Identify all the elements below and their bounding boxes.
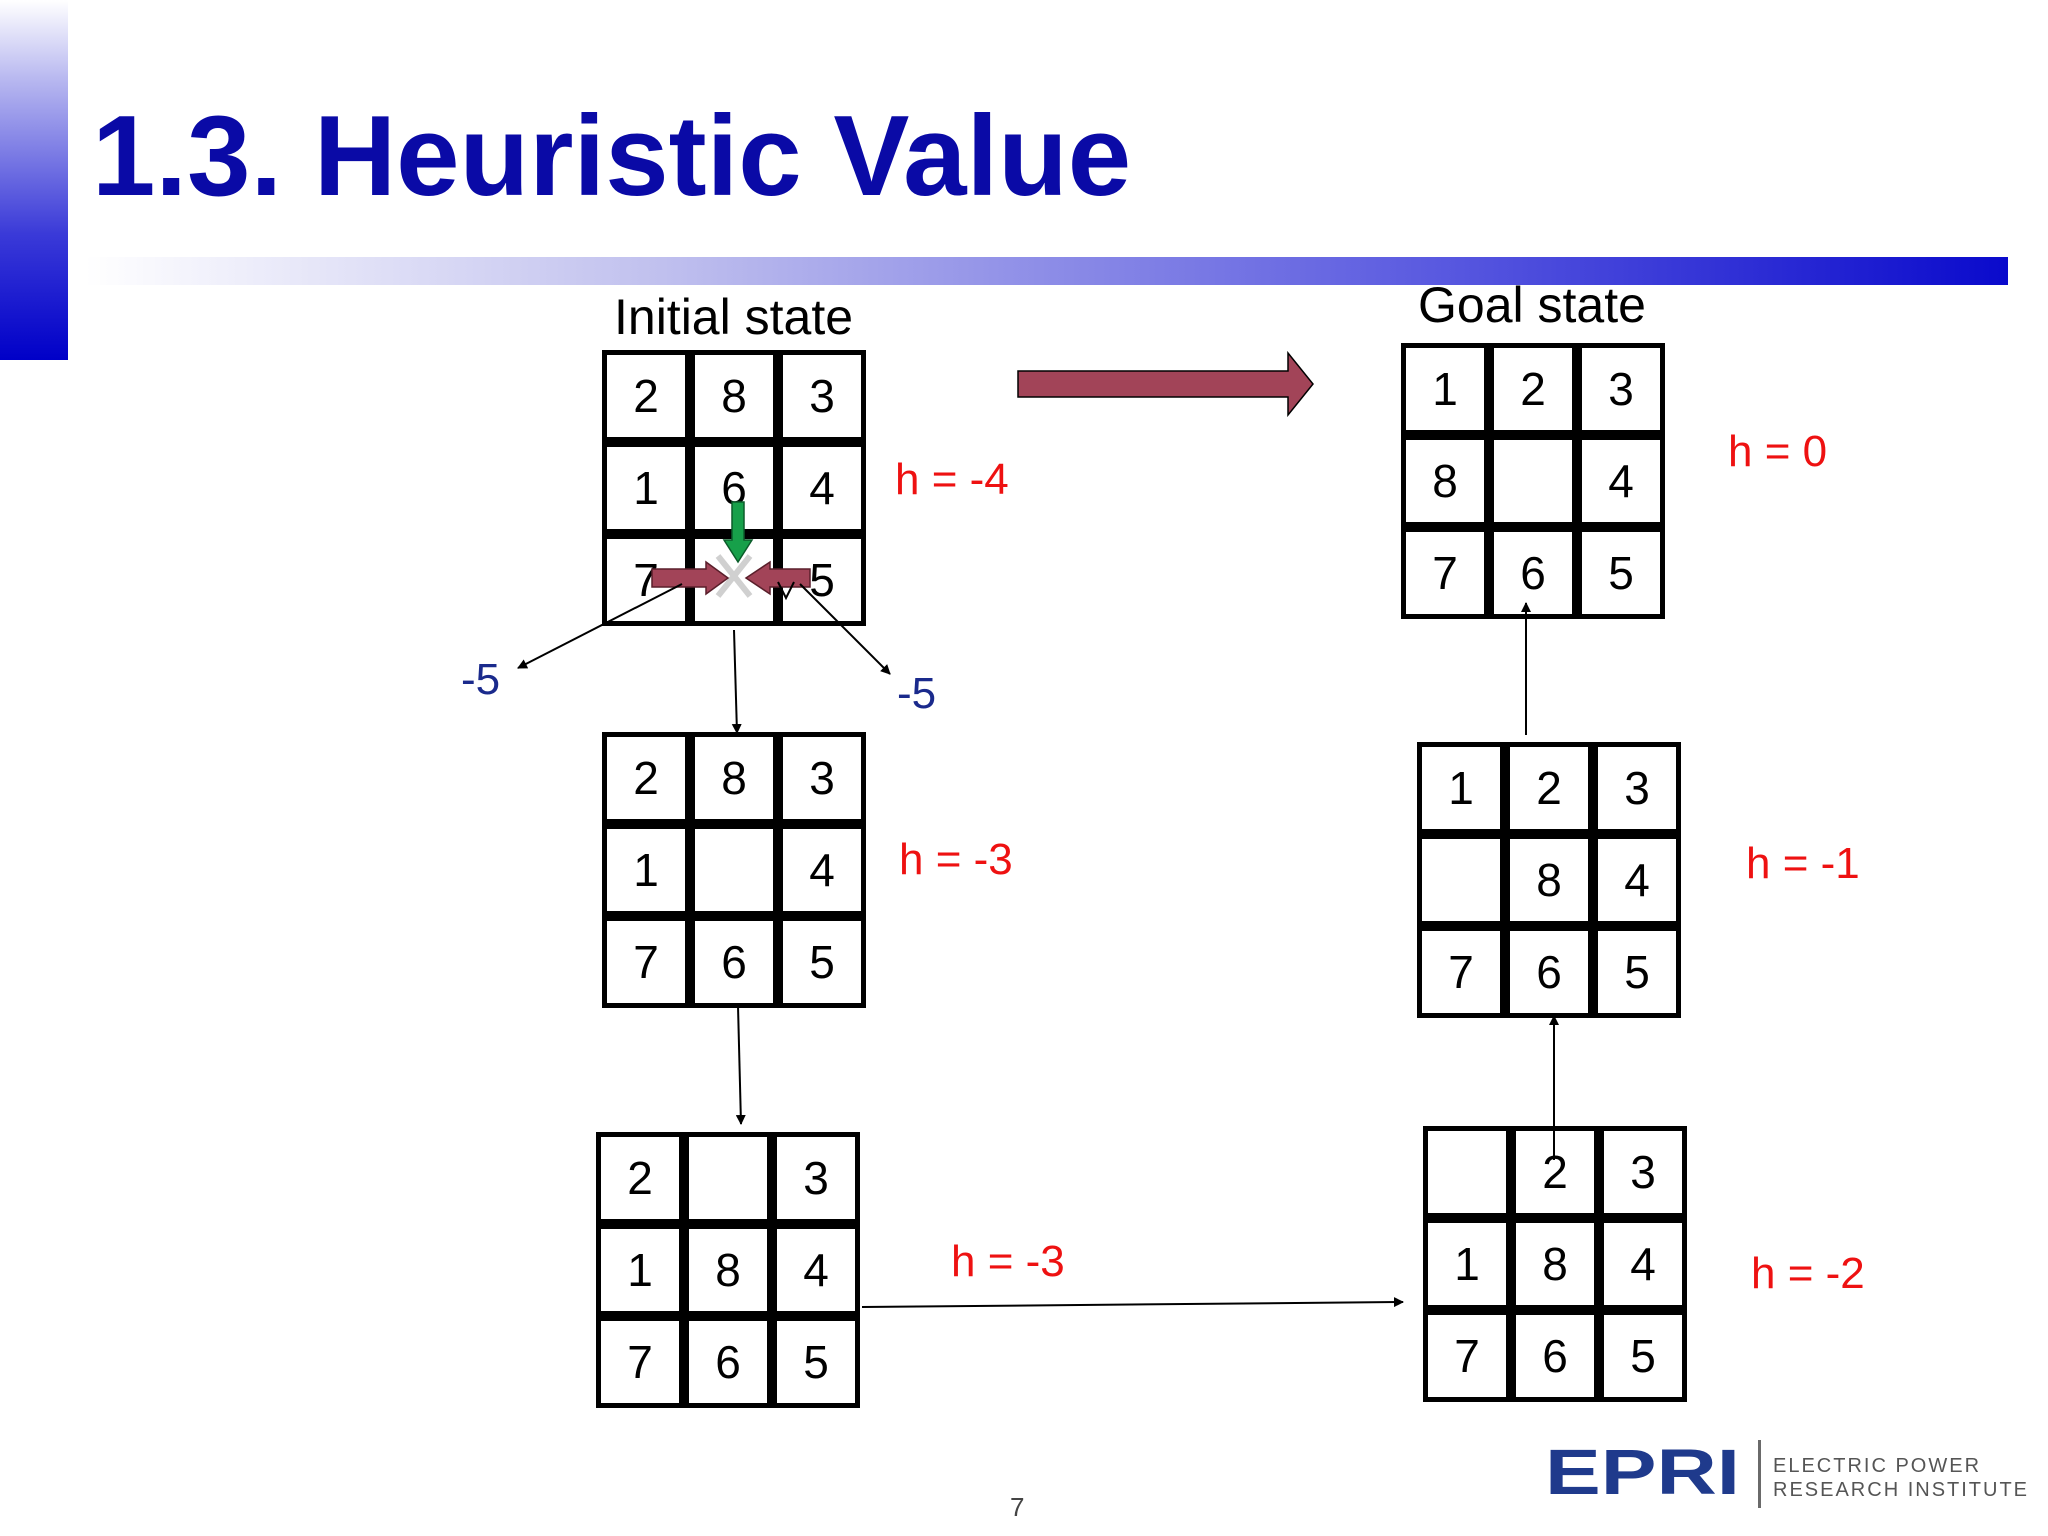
h-goal: h = 0 — [1728, 427, 1828, 476]
h-step4: h = -1 — [1746, 839, 1860, 888]
puzzle-tile: 3 — [772, 1132, 860, 1224]
puzzle-tile: 3 — [778, 350, 866, 442]
title-underline — [85, 257, 2008, 285]
goal-state-label: Goal state — [1418, 277, 1646, 333]
puzzle-tile: 6 — [1505, 926, 1593, 1018]
score-right-move: -5 — [897, 669, 937, 718]
puzzle-tile: 3 — [1577, 343, 1665, 435]
connector-to-left-score — [517, 583, 683, 669]
puzzle-tile — [1489, 435, 1577, 527]
puzzle-tile: 1 — [1401, 343, 1489, 435]
puzzle-tile: 8 — [690, 350, 778, 442]
puzzle-tile: 4 — [1599, 1218, 1687, 1310]
puzzle-tile: 8 — [684, 1224, 772, 1316]
h-step2: h = -3 — [951, 1237, 1065, 1286]
v-mark — [777, 581, 795, 601]
page-number: 7 — [1010, 1492, 1025, 1522]
puzzle-tile: 7 — [602, 916, 690, 1008]
puzzle-tile: 6 — [690, 916, 778, 1008]
puzzle-tile: 6 — [684, 1316, 772, 1408]
epri-logo: EPRI — [1545, 1440, 1761, 1508]
puzzle-tile: 5 — [1593, 926, 1681, 1018]
puzzle-tile: 1 — [1417, 742, 1505, 834]
side-accent-bar — [0, 0, 68, 360]
puzzle-tile: 2 — [1489, 343, 1577, 435]
puzzle-tile: 5 — [1599, 1310, 1687, 1402]
connector-step1-to-step2 — [735, 1005, 746, 1125]
puzzle-tile: 2 — [602, 350, 690, 442]
puzzle-tile: 5 — [1577, 527, 1665, 619]
puzzle-tile: 1 — [1423, 1218, 1511, 1310]
puzzle-tile: 3 — [1599, 1126, 1687, 1218]
puzzle-tile: 1 — [596, 1224, 684, 1316]
h-initial: h = -4 — [895, 455, 1009, 504]
puzzle-tile: 6 — [1489, 527, 1577, 619]
puzzle-tile: 7 — [596, 1316, 684, 1408]
puzzle-tile: 8 — [1401, 435, 1489, 527]
connector-step2-to-step3 — [861, 1297, 1404, 1308]
puzzle-tile: 5 — [778, 916, 866, 1008]
initial-state-label: Initial state — [614, 289, 854, 345]
puzzle-tile: 7 — [1423, 1310, 1511, 1402]
puzzle-tile: 3 — [1593, 742, 1681, 834]
puzzle-tile: 4 — [1577, 435, 1665, 527]
puzzle-tile: 8 — [1511, 1218, 1599, 1310]
connector-initial-to-step1 — [731, 629, 742, 734]
logo-line-1: ELECTRIC POWER — [1773, 1455, 1982, 1477]
puzzle-tile: 2 — [596, 1132, 684, 1224]
puzzle-tile: 7 — [602, 534, 690, 626]
puzzle-tile: 2 — [1505, 742, 1593, 834]
puzzle-tile: 7 — [1417, 926, 1505, 1018]
h-step1: h = -3 — [899, 835, 1013, 884]
block-arrow-to-goal — [1017, 350, 1314, 418]
puzzle-tile: 8 — [690, 732, 778, 824]
green-move-arrow — [722, 501, 754, 564]
puzzle-tile: 4 — [772, 1224, 860, 1316]
puzzle-tile: 2 — [602, 732, 690, 824]
puzzle-tile: 4 — [1593, 834, 1681, 926]
puzzle-tile — [1417, 834, 1505, 926]
puzzle-tile: 4 — [778, 442, 866, 534]
red-move-arrow-right — [651, 560, 730, 596]
puzzle-tile: 8 — [1505, 834, 1593, 926]
puzzle-tile: 1 — [602, 824, 690, 916]
h-step3: h = -2 — [1751, 1249, 1865, 1298]
connector-to-right-score — [799, 583, 891, 675]
puzzle-tile — [684, 1132, 772, 1224]
puzzle-tile — [690, 824, 778, 916]
puzzle-tile: 7 — [1401, 527, 1489, 619]
puzzle-tile: 5 — [772, 1316, 860, 1408]
blank-cell-cross — [715, 554, 753, 598]
puzzle-tile — [1423, 1126, 1511, 1218]
puzzle-tile: 3 — [778, 732, 866, 824]
puzzle-tile: 4 — [778, 824, 866, 916]
puzzle-tile: 6 — [1511, 1310, 1599, 1402]
slide-title: 1.3. Heuristic Value — [92, 93, 1132, 220]
score-left-move: -5 — [461, 655, 501, 704]
puzzle-tile: 1 — [602, 442, 690, 534]
logo-line-2: RESEARCH INSTITUTE — [1773, 1479, 2030, 1501]
red-move-arrow-left — [744, 560, 811, 596]
epri-logo-mark: EPRI — [1545, 1440, 1740, 1508]
